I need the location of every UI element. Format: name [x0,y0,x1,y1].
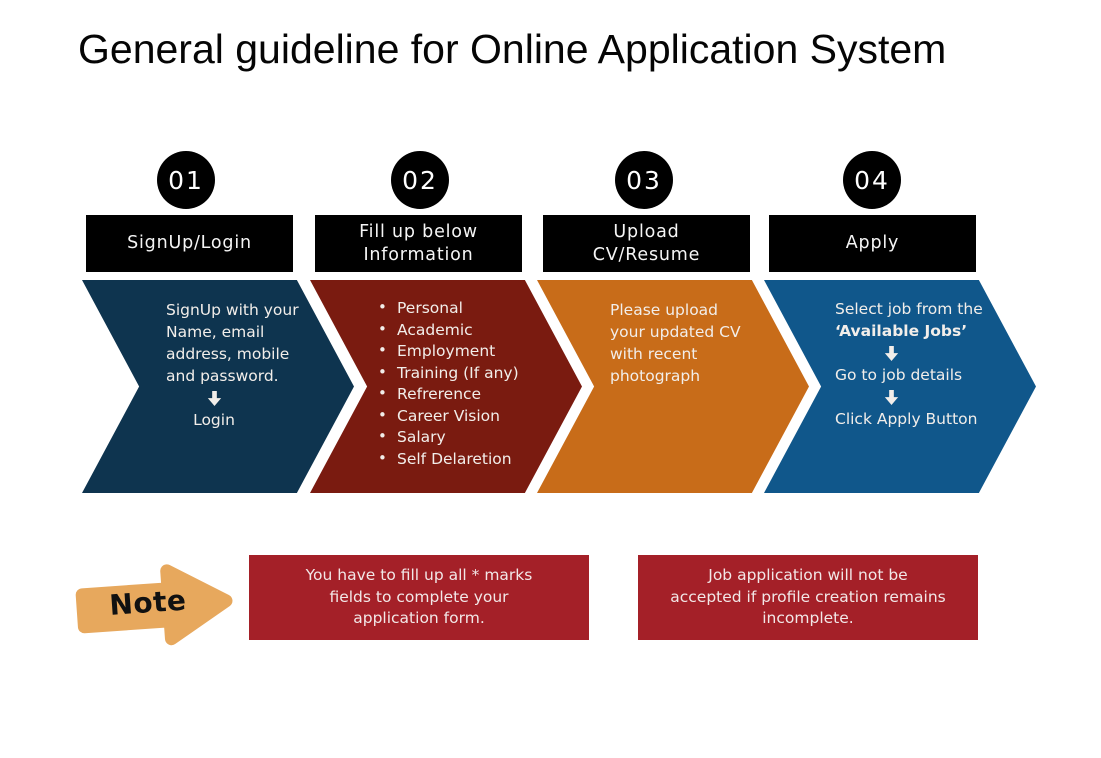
step-1-number: 01 [168,165,204,195]
step-4-header: Apply [769,215,976,272]
flow-step-label: Login [193,411,235,429]
info-bullet-list: Personal Academic Employment Training (I… [310,280,582,470]
notice-box-2: Job application will not be accepted if … [638,555,978,640]
note-arrow: Note [66,552,237,655]
bullet-item: Career Vision [378,405,582,428]
down-arrow-icon [884,346,898,361]
page-title: General guideline for Online Application… [78,26,947,72]
flow-step: Login [166,391,262,431]
note-arrow-icon [75,564,233,646]
step-4-chevron: Select job from the ‘Available Jobs’ Go … [764,280,1036,493]
step-2-chevron: Personal Academic Employment Training (I… [310,280,582,493]
bullet-item: Employment [378,340,582,363]
step-4-intro: Select job from the [835,300,983,318]
step-1-number-badge: 01 [157,151,215,209]
down-arrow-icon [884,390,898,405]
step-1-chevron: SignUp with your Name, email address, mo… [82,280,354,493]
bullet-item: Salary [378,426,582,449]
step-3-number: 03 [626,165,662,195]
bullet-item: Refrerence [378,383,582,406]
down-arrow-icon [207,391,221,406]
bullet-item: Personal [378,297,582,320]
flow-step-label: Click Apply Button [835,410,978,428]
bullet-item: Training (If any) [378,362,582,385]
step-4-number: 04 [854,165,890,195]
step-3-number-badge: 03 [615,151,673,209]
step-1-header: SignUp/Login [86,215,293,272]
step-3-header: Upload CV/Resume [543,215,750,272]
flow-step: Click Apply Button [835,390,978,430]
flow-step-label: Go to job details [835,366,963,384]
step-2-header: Fill up below Information [315,215,522,272]
step-1-description: SignUp with your Name, email address, mo… [166,301,299,385]
bullet-item: Self Delaretion [378,448,582,471]
step-2-number-badge: 02 [391,151,449,209]
step-2-number: 02 [402,165,438,195]
step-1-flow: Login [166,391,262,431]
flow-step: Go to job details [835,346,963,386]
step-4-flow: Go to job details Click Apply Button [835,346,978,430]
step-4-number-badge: 04 [843,151,901,209]
bullet-item: Academic [378,319,582,342]
step-3-description: Please upload your updated CV with recen… [610,301,741,385]
step-4-highlight: ‘Available Jobs’ [835,322,968,340]
notice-box-1: You have to fill up all * marks fields t… [249,555,589,640]
